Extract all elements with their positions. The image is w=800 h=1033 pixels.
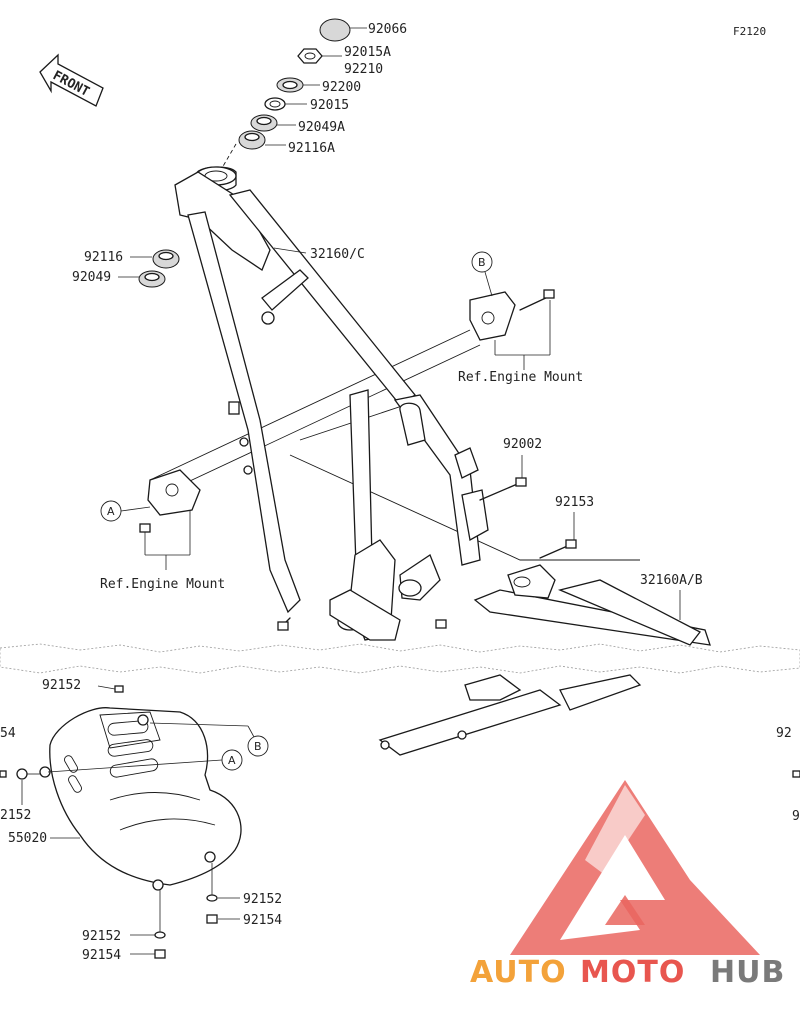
label-92066: 92066 — [368, 22, 407, 37]
circle-label-a-left: A — [107, 505, 115, 518]
label-92-right-edge: 92 — [776, 726, 792, 741]
main-frame — [149, 166, 640, 641]
label-92154-bottom: 92154 — [82, 948, 121, 963]
steering-stem-parts — [221, 18, 351, 169]
skid-plate — [39, 707, 242, 891]
circle-label-b-skid: B — [254, 740, 262, 753]
front-arrow: FRONT — [39, 53, 104, 107]
label-9-right-edge: 9 — [792, 809, 800, 824]
engine-mount-ref-top: B Ref.Engine Mount — [458, 251, 583, 385]
label-92049A: 92049A — [298, 120, 345, 135]
torn-divider — [0, 643, 800, 674]
automotohub-wordmark: AUTO MOTO HUB — [470, 955, 785, 990]
engine-mount-ref-left: A Ref.Engine Mount — [100, 469, 225, 592]
label-92116A: 92116A — [288, 141, 335, 156]
part-labels-top: 92066 92015A 92210 92200 92015 92049A 92… — [265, 22, 407, 156]
ref-engine-mount-top: Ref.Engine Mount — [458, 370, 583, 385]
skid-plate-labels: 92152 54 2152 55020 B A 92152 92154 9215… — [0, 678, 800, 963]
label-92210: 92210 — [344, 62, 383, 77]
circle-label-a-skid: A — [228, 754, 236, 767]
label-54-left: 54 — [0, 726, 16, 741]
label-92049: 92049 — [72, 270, 111, 285]
ref-engine-mount-left: Ref.Engine Mount — [100, 577, 225, 592]
watermark-moto: MOTO — [580, 955, 685, 990]
label-55020: 55020 — [8, 831, 47, 846]
label-32160AB: 32160A/B — [640, 573, 703, 588]
automotohub-logo — [510, 780, 760, 955]
label-2152-left: 2152 — [0, 808, 31, 823]
label-92116: 92116 — [84, 250, 123, 265]
label-92015: 92015 — [310, 98, 349, 113]
figure-code: F2120 — [733, 25, 766, 38]
label-92015A: 92015A — [344, 45, 391, 60]
circle-label-b-top: B — [478, 256, 486, 269]
lower-bearing-parts: 92116 92049 — [72, 249, 180, 288]
label-92200: 92200 — [322, 80, 361, 95]
label-32160C: 32160/C — [310, 247, 365, 262]
label-92153: 92153 — [555, 495, 594, 510]
label-92152-top: 92152 — [42, 678, 81, 693]
label-92152-right: 92152 — [243, 892, 282, 907]
label-92154-right: 92154 — [243, 913, 282, 928]
part-labels-frame: 32160/C 92002 92153 32160A/B — [273, 247, 703, 620]
watermark-hub: HUB — [710, 955, 785, 990]
label-92002: 92002 — [503, 437, 542, 452]
watermark-auto: AUTO — [470, 955, 567, 990]
label-92152-bottom: 92152 — [82, 929, 121, 944]
rear-subframe — [378, 564, 711, 756]
